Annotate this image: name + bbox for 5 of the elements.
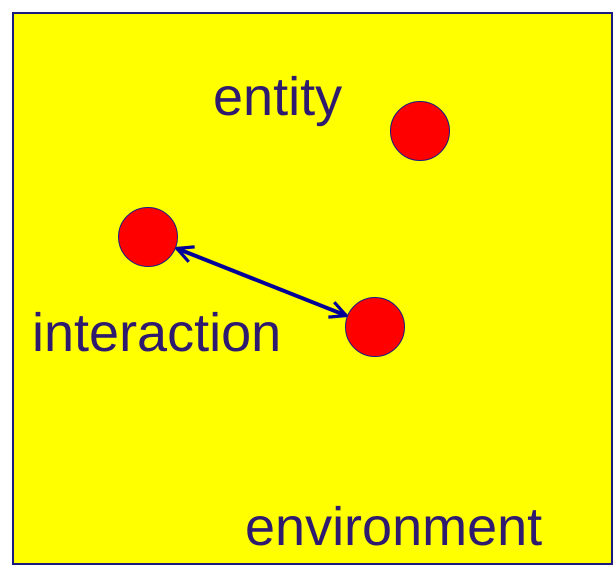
double-arrow bbox=[175, 245, 348, 319]
environment-panel bbox=[12, 12, 613, 565]
node-caption: entity bbox=[213, 68, 342, 128]
interaction-label: interaction bbox=[32, 304, 282, 364]
environment-label: environment bbox=[245, 498, 542, 558]
